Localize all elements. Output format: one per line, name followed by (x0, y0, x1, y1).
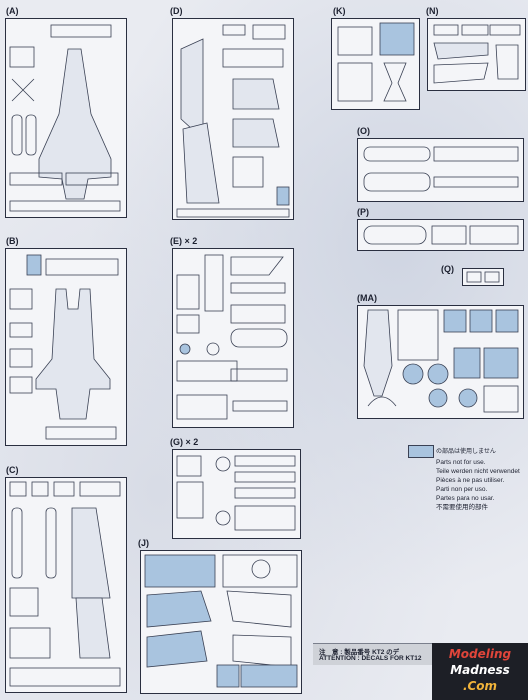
sprue-frame-n (427, 18, 526, 91)
section-label-q: (Q) (441, 264, 454, 274)
section-label-c: (C) (6, 465, 19, 475)
section-label-b: (B) (6, 236, 19, 246)
section-label-p: (P) (357, 207, 369, 217)
logo-line-3: .Com (462, 679, 498, 693)
sprue-frame-q (462, 268, 504, 286)
legend-line: Teile werden nicht verwendet (436, 467, 520, 475)
logo-line-1: Modeling (448, 647, 512, 661)
section-label-k: (K) (333, 6, 346, 16)
section-label-g: (G) × 2 (170, 437, 199, 447)
section-label-d: (D) (170, 6, 183, 16)
sprue-frame-o (357, 138, 524, 202)
sprue-frame-k (331, 18, 420, 110)
section-label-o: (O) (357, 126, 370, 136)
section-label-n: (N) (426, 6, 439, 16)
notice-en: ATTENTION : DECALS FOR KT12 (319, 655, 422, 662)
sprue-frame-g (172, 449, 301, 539)
sprue-frame-d (172, 18, 294, 220)
section-label-ma: (MA) (357, 293, 377, 303)
section-label-j: (J) (138, 538, 149, 548)
legend-line: Parts not for use. (436, 459, 486, 466)
sprue-frame-e (172, 248, 294, 428)
site-logo: Modeling Madness .Com (432, 643, 528, 700)
legend-line: Parti non per uso. (436, 485, 488, 493)
sprue-frame-ma (357, 305, 524, 419)
legend-line: Partes para no usar. (436, 494, 495, 502)
logo-line-2: Madness (450, 663, 510, 677)
sprue-frame-p (357, 219, 524, 251)
section-label-e: (E) × 2 (170, 236, 198, 246)
sprue-frame-c (5, 477, 127, 693)
legend-jp-text: の部品は使用しません (436, 449, 496, 455)
legend-line: Pièces à ne pas utiliser. (436, 476, 505, 484)
sprue-frame-j (140, 550, 302, 694)
notice-jp: 注 意 : 製品番号 KT2 のデ (319, 649, 400, 656)
legend-text: Parts not for use. Teile werden nicht ve… (436, 459, 520, 512)
legend-line: 不需要使用的部件 (436, 503, 488, 511)
section-label-a: (A) (6, 6, 19, 16)
legend-swatch (408, 445, 434, 458)
sprue-frame-b (5, 248, 127, 446)
sprue-frame-a (5, 18, 127, 218)
